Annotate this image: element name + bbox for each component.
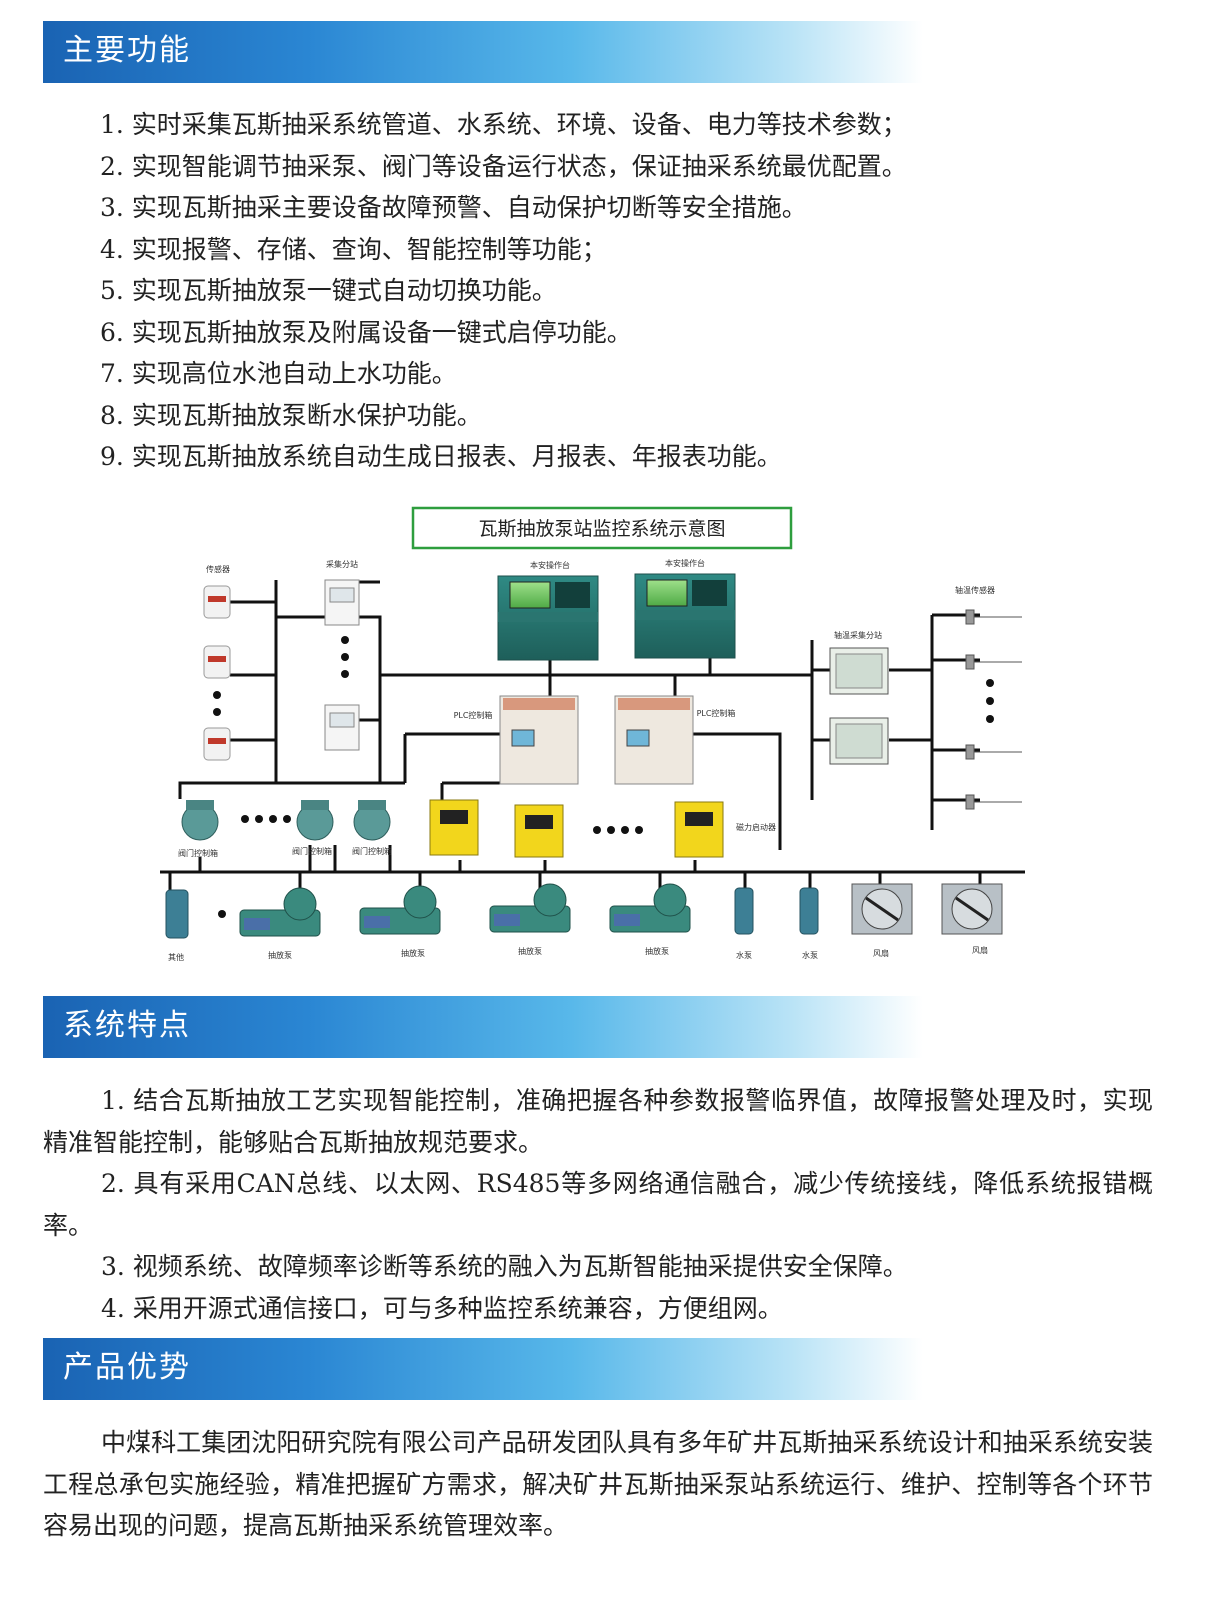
- label-sensor: 传感器: [206, 564, 230, 574]
- section-title: 产品优势: [63, 1350, 191, 1385]
- feature-paragraph: 4. 采用开源式通信接口，可与多种监控系统兼容，方便组网。: [101, 1294, 783, 1323]
- list-item: 6. 实现瓦斯抽放泵及附属设备一键式启停功能。: [100, 317, 632, 347]
- feature-paragraph: 1. 结合瓦斯抽放工艺实现智能控制，准确把握各种参数报警临界值，故障报警处理及时…: [43, 1086, 1153, 1157]
- label-starter: 磁力启动器: [736, 822, 776, 832]
- section-header-product-advantages: 产品优势: [43, 1338, 923, 1400]
- label-valve-1: 阀门控制箱: [178, 848, 218, 858]
- label-pump-2: 抽放泵: [401, 948, 425, 958]
- list-item: 4. 实现报警、存储、查询、智能控制等功能；: [100, 234, 607, 264]
- system-diagram: 瓦斯抽放泵站监控系统示意图 传感器 采集分站: [160, 506, 1025, 962]
- valve-control-boxes: 阀门控制箱 阀门控制箱 阀门控制箱: [178, 800, 392, 858]
- label-pump-3: 抽放泵: [518, 946, 542, 956]
- label-pump-1: 抽放泵: [268, 950, 292, 960]
- label-op-desk-2: 本安操作台: [665, 558, 705, 568]
- label-valve-2: 阀门控制箱: [292, 846, 332, 856]
- list-item: 7. 实现高位水池自动上水功能。: [100, 359, 457, 388]
- bearing-temp-sensors: 轴温传感器: [955, 585, 1022, 810]
- advantage-paragraph: 中煤科工集团沈阳研究院有限公司产品研发团队具有多年矿井瓦斯抽采系统设计和抽采系统…: [43, 1428, 1153, 1540]
- label-fan-2: 风扇: [972, 945, 988, 955]
- list-item: 3. 实现瓦斯抽采主要设备故障预警、自动保护切断等安全措施。: [100, 193, 807, 222]
- list-item: 8. 实现瓦斯抽放泵断水保护功能。: [100, 400, 482, 430]
- section-header-main-functions: 主要功能: [43, 21, 923, 83]
- diagram-title: 瓦斯抽放泵站监控系统示意图: [478, 518, 725, 540]
- label-pump-4: 抽放泵: [645, 946, 669, 956]
- section-title: 系统特点: [63, 1008, 191, 1043]
- operation-desks: 本安操作台 本安操作台: [497, 558, 736, 661]
- list-item: 2. 实现智能调节抽采泵、阀门等设备运行状态，保证抽采系统最优配置。: [100, 151, 907, 181]
- label-other: 其他: [168, 952, 184, 962]
- label-water-pump-2: 水泵: [802, 950, 818, 960]
- feature-list: 1. 实时采集瓦斯抽采系统管道、水系统、环境、设备、电力等技术参数； 2. 实现…: [100, 104, 907, 478]
- label-bearing-sensor: 轴温传感器: [955, 585, 995, 595]
- list-item: 5. 实现瓦斯抽放泵一键式自动切换功能。: [100, 276, 557, 305]
- label-collect-sub: 采集分站: [326, 559, 358, 569]
- diagram-title-box: [411, 506, 793, 550]
- label-water-pump-1: 水泵: [736, 950, 752, 960]
- label-valve-3: 阀门控制箱: [352, 846, 392, 856]
- sensor-devices: 传感器: [203, 564, 231, 761]
- label-fan-1: 风扇: [873, 948, 889, 958]
- list-item: 9. 实现瓦斯抽放系统自动生成日报表、月报表、年报表功能。: [100, 442, 782, 471]
- bottom-equipment: 其他 抽放泵 抽放泵 抽放泵 抽放泵 水泵 水泵 风扇: [165, 883, 1003, 962]
- list-item: 1. 实时采集瓦斯抽采系统管道、水系统、环境、设备、电力等技术参数；: [100, 110, 907, 139]
- section-header-system-features: 系统特点: [43, 996, 923, 1058]
- label-plc-2: PLC控制箱: [697, 708, 736, 718]
- collection-substations: 采集分站: [324, 559, 360, 751]
- magnetic-starters: 磁力启动器: [429, 799, 776, 858]
- bearing-temp-substations: 轴温采集分站: [829, 630, 889, 765]
- feature-paragraph: 2. 具有采用CAN总线、以太网、RS485等多网络通信融合，减少传统接线，降低…: [43, 1169, 1153, 1240]
- plc-boxes: PLC控制箱 PLC控制箱: [454, 695, 736, 785]
- section-title: 主要功能: [63, 33, 191, 68]
- label-plc-1: PLC控制箱: [454, 710, 493, 720]
- label-bearing-sub: 轴温采集分站: [834, 630, 882, 640]
- feature-paragraph: 3. 视频系统、故障频率诊断等系统的融入为瓦斯智能抽采提供安全保障。: [101, 1252, 908, 1281]
- label-op-desk-1: 本安操作台: [530, 560, 570, 570]
